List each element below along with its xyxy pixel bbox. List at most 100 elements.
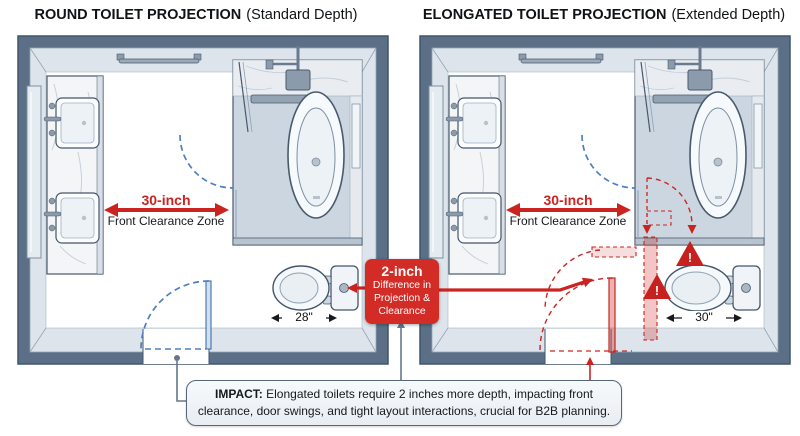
tub-overflow	[313, 196, 320, 199]
sink-basin-inner	[60, 102, 95, 144]
wall-bevel	[763, 47, 779, 73]
faucet-spout	[445, 211, 464, 217]
right-plan-title-bold: ELONGATED TOILET PROJECTION	[422, 7, 667, 23]
badge-arrowhead-left	[347, 283, 357, 293]
left-toilet-dimension: 28"	[282, 310, 326, 325]
towel-bar	[520, 58, 602, 64]
clearance-arrowhead	[506, 203, 520, 217]
glass-panel	[644, 61, 655, 133]
shower-head	[285, 69, 311, 91]
right-plan-title-sub: (Extended Depth)	[671, 7, 786, 23]
entry-door-leaf-conflict	[608, 277, 616, 353]
sink-drain	[483, 120, 489, 126]
elongated-plan	[419, 35, 791, 365]
clearance-arrowhead	[104, 203, 118, 217]
sink-basin-inner	[462, 102, 497, 144]
wall-bevel	[431, 47, 449, 73]
dimension-arrowhead	[666, 314, 674, 322]
conflict-zone-box	[646, 210, 672, 226]
clearance-arrowhead	[617, 203, 631, 217]
connector-arrowhead-up	[397, 320, 405, 328]
conflict-arrow-down	[687, 225, 697, 234]
vanity-edge	[498, 75, 506, 275]
tub-drain	[311, 157, 321, 167]
wall-bevel	[431, 327, 449, 353]
entry-door-swing	[140, 280, 210, 350]
wall-bevel	[361, 327, 377, 353]
shower-threshold	[232, 237, 363, 246]
shower-door-swing	[581, 134, 636, 189]
dimension-arrowhead	[734, 314, 742, 322]
toilet-seat	[279, 272, 319, 304]
entry-door-leaf	[205, 280, 212, 350]
glass-panel	[640, 61, 651, 133]
wall-bevel	[763, 327, 779, 353]
faucet-knob	[450, 197, 458, 205]
right-plan-title: ELONGATED TOILET PROJECTION(Extended Dep…	[408, 7, 800, 23]
faucet-knob	[450, 129, 458, 137]
conflict-arrow-down	[642, 225, 652, 234]
difference-badge-value: 2-inch	[381, 263, 423, 279]
warning-glyph: !	[687, 250, 693, 265]
connector-arrowhead-up	[586, 357, 594, 365]
entry-door-swing-conflict	[544, 249, 601, 311]
faucet-knob	[48, 224, 56, 232]
connector-dot	[174, 355, 180, 361]
glass-panel	[242, 61, 253, 133]
mirror	[428, 85, 444, 259]
shower-threshold	[634, 237, 765, 246]
faucet-knob	[48, 197, 56, 205]
door-opening	[545, 329, 611, 364]
faucet-spout	[43, 116, 62, 122]
entry-door-swing-conflict	[539, 277, 613, 351]
towel-bar	[118, 58, 200, 64]
shower-valve	[667, 59, 676, 70]
faucet-spout	[43, 211, 62, 217]
impact-note-text: Elongated toilets require 2 inches more …	[197, 387, 611, 418]
faucet-knob	[450, 224, 458, 232]
tub-drain	[713, 157, 723, 167]
sink-drain	[81, 215, 87, 221]
round-plan	[17, 35, 389, 365]
wall-bevel	[29, 327, 47, 353]
right-clearance-value: 30-inch	[543, 192, 593, 208]
shower-door-swing	[179, 134, 234, 189]
faucet-spout	[445, 116, 464, 122]
left-clearance-zone-label: Front Clearance Zone	[107, 214, 225, 228]
tub-overflow	[715, 196, 722, 199]
sink-drain	[483, 215, 489, 221]
dimension-arrowhead	[271, 314, 279, 322]
impact-note-label: IMPACT:	[215, 387, 263, 401]
shower-valve	[265, 59, 274, 70]
faucet-knob	[450, 102, 458, 110]
shower-niche	[351, 103, 361, 169]
left-plan-title-bold: ROUND TOILET PROJECTION	[34, 7, 242, 23]
shower-niche	[753, 103, 763, 169]
left-plan-title-sub: (Standard Depth)	[246, 7, 358, 23]
mirror	[26, 85, 42, 259]
right-clearance-zone-label: Front Clearance Zone	[509, 214, 627, 228]
right-toilet-dimension: 30"	[682, 310, 726, 325]
badge-arrow-right	[434, 280, 585, 292]
shower-head	[687, 69, 713, 91]
wall-bevel	[29, 47, 47, 73]
difference-badge-description: Difference in Projection & Clearance	[372, 280, 432, 317]
warning-glyph: !	[654, 283, 660, 298]
dimension-arrowhead	[329, 314, 337, 322]
bathtub-basin	[698, 107, 738, 207]
faucet-knob	[48, 129, 56, 137]
sink-basin-inner	[60, 197, 95, 239]
impact-note: IMPACT: Elongated toilets require 2 inch…	[186, 380, 622, 426]
sink-drain	[81, 120, 87, 126]
toilet-seat	[671, 271, 721, 305]
conflict-zone-box	[591, 246, 637, 258]
left-plan-title: ROUND TOILET PROJECTION(Standard Depth)	[0, 7, 392, 23]
faucet-knob	[48, 102, 56, 110]
bathtub-basin	[296, 107, 336, 207]
difference-badge: 2-inch Difference in Projection & Cleara…	[365, 259, 439, 324]
badge-arrowhead-right	[581, 277, 593, 288]
impact-connector-left	[176, 361, 186, 402]
left-clearance-value: 30-inch	[141, 192, 191, 208]
